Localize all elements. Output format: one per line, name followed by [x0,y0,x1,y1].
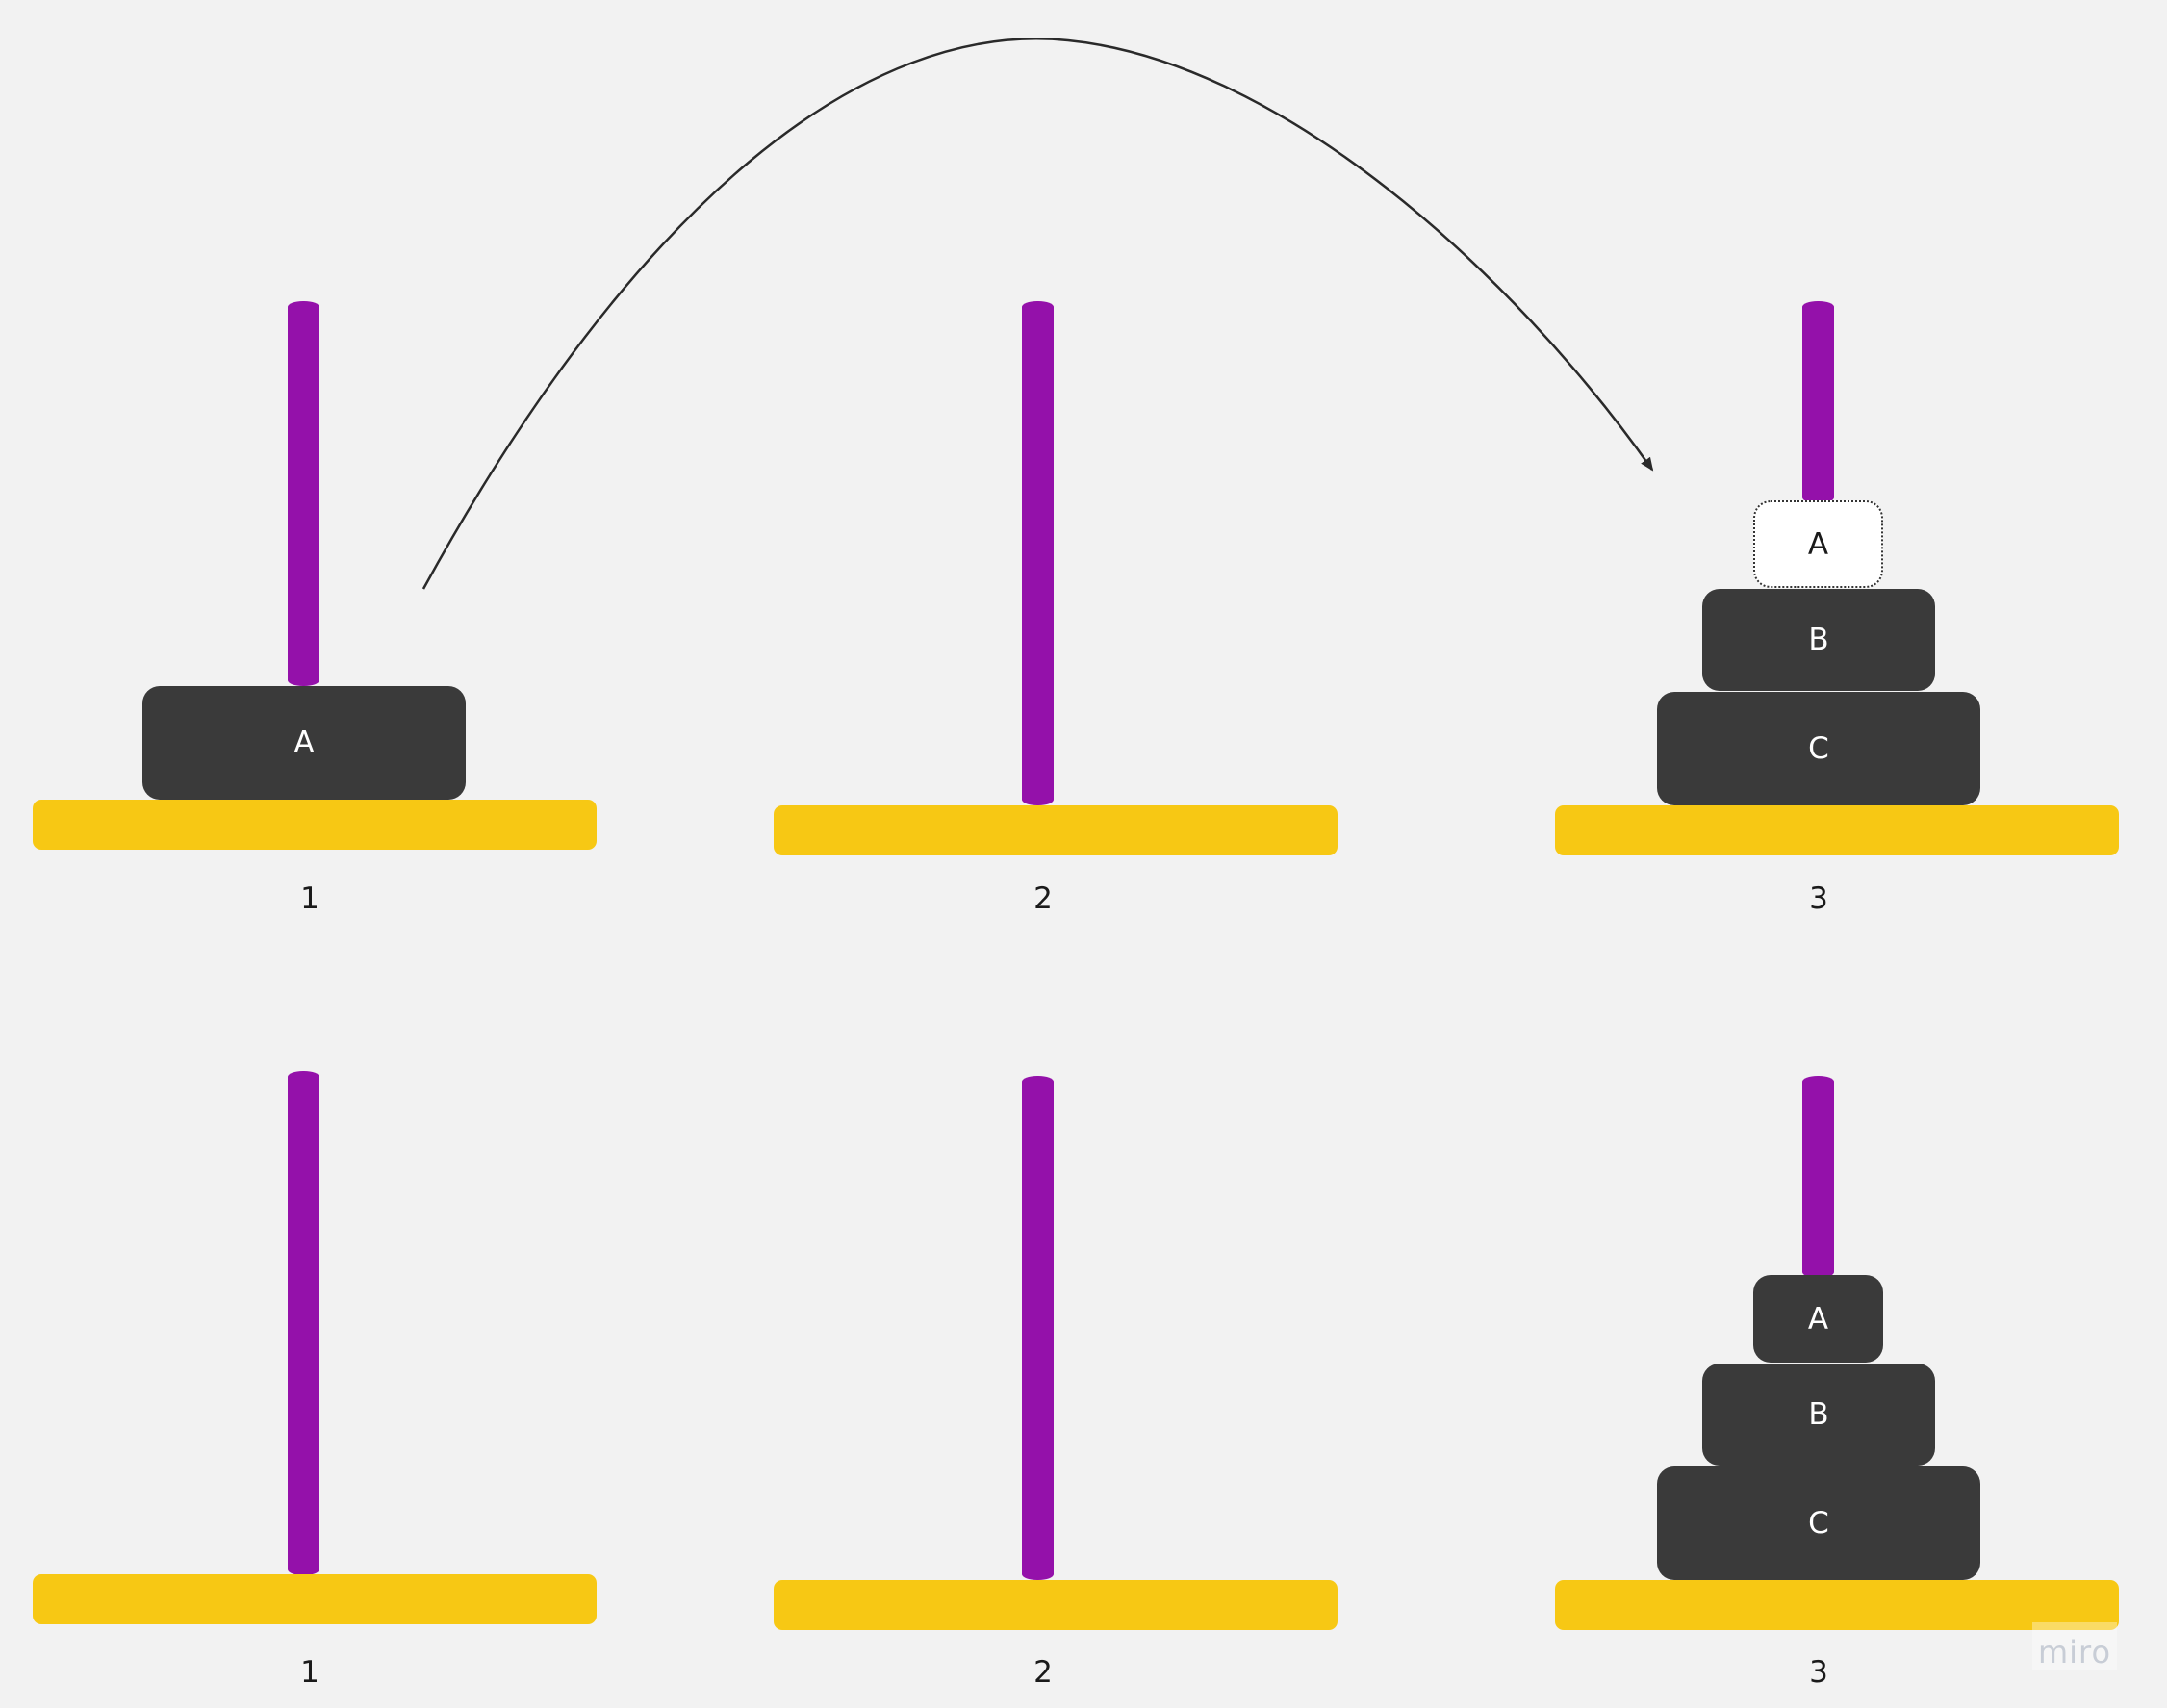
base-3-bottom [1555,1580,2119,1630]
disk-a-ghost: A [1753,500,1883,588]
peg-label-3: 3 [1809,881,1828,916]
rod-2-bottom [1022,1076,1054,1580]
peg-label-2: 2 [1033,881,1053,916]
disk-b: B [1702,1364,1935,1466]
base-1-top [33,800,597,850]
peg-label-1: 1 [300,881,319,916]
disk-a: A [1753,1275,1883,1363]
peg-label-3: 3 [1809,1655,1828,1690]
rod-1-bottom [288,1071,319,1575]
rod-2-top [1022,301,1054,805]
base-2-top [774,805,1338,855]
disk-c: C [1657,1466,1980,1580]
peg-label-1: 1 [300,1655,319,1690]
rod-1-top [288,301,319,686]
base-3-top [1555,805,2119,855]
disk-c: C [1657,692,1980,805]
rod-3-bottom [1802,1076,1834,1278]
disk-b: B [1702,589,1935,691]
miro-watermark: miro [2032,1622,2117,1670]
base-2-bottom [774,1580,1338,1630]
disk-a: A [142,686,466,800]
rod-3-top [1802,301,1834,503]
peg-label-2: 2 [1033,1655,1053,1690]
base-1-bottom [33,1574,597,1624]
